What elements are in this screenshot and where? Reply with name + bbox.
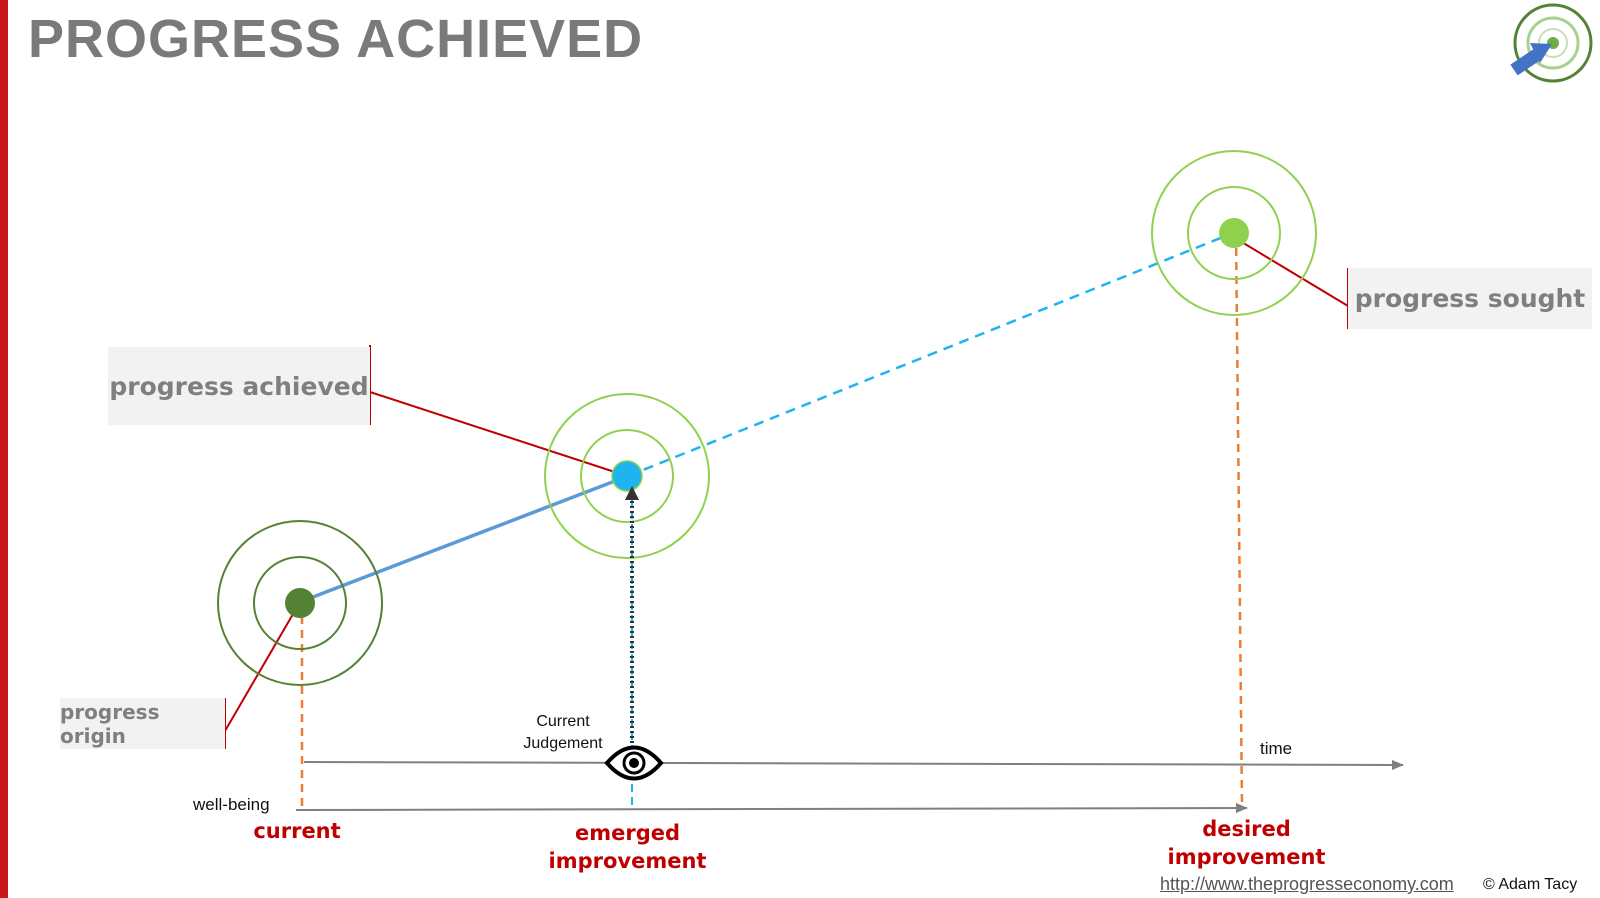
- progress-sought-text: progress sought: [1354, 284, 1586, 313]
- achieved-callout-line: [369, 391, 628, 477]
- desired-line1: desired: [1202, 817, 1291, 841]
- origin-callout-line: [224, 601, 301, 732]
- current-label: current: [232, 817, 362, 845]
- desired-improvement-label: desired improvement: [1164, 815, 1329, 871]
- copyright-text: © Adam Tacy: [1483, 876, 1578, 893]
- sought-node: [1151, 150, 1317, 316]
- current-text: current: [253, 819, 341, 843]
- sought-path: [627, 231, 1234, 478]
- sought-callout-line: [1239, 240, 1349, 307]
- website-link[interactable]: http://www.theprogresseconomy.com: [1160, 874, 1454, 894]
- time-axis-label: time: [1260, 739, 1293, 758]
- desired-guide-line: [1234, 233, 1244, 806]
- target-arrow-icon: [1510, 3, 1593, 83]
- left-accent-bar: [0, 0, 8, 898]
- current-judgement-line1: Current: [536, 713, 590, 730]
- origin-node: [217, 520, 383, 686]
- page-title: PROGRESS ACHIEVED: [28, 9, 644, 69]
- well-being-axis-label: well-being: [193, 795, 270, 814]
- current-judgement-label: Current Judgement: [518, 711, 608, 755]
- progress-achieved-text: progress achieved: [109, 371, 369, 401]
- progress-origin-label: progress origin: [60, 698, 225, 749]
- progress-achieved-label: progress achieved: [108, 347, 370, 425]
- emerged-improvement-label: emerged improvement: [545, 819, 710, 875]
- desired-line2: improvement: [1167, 845, 1326, 869]
- progress-sought-label: progress sought: [1348, 268, 1592, 329]
- well-being-axis: [295, 803, 1248, 814]
- achieved-path: [299, 474, 629, 604]
- emerged-line2: improvement: [548, 849, 707, 873]
- current-judgement-line2: Judgement: [523, 735, 603, 752]
- emerged-line1: emerged: [574, 821, 681, 845]
- achieved-node: [544, 393, 710, 559]
- progress-origin-text: progress origin: [60, 699, 160, 748]
- time-axis: [303, 759, 1404, 770]
- eye-icon: [604, 745, 664, 781]
